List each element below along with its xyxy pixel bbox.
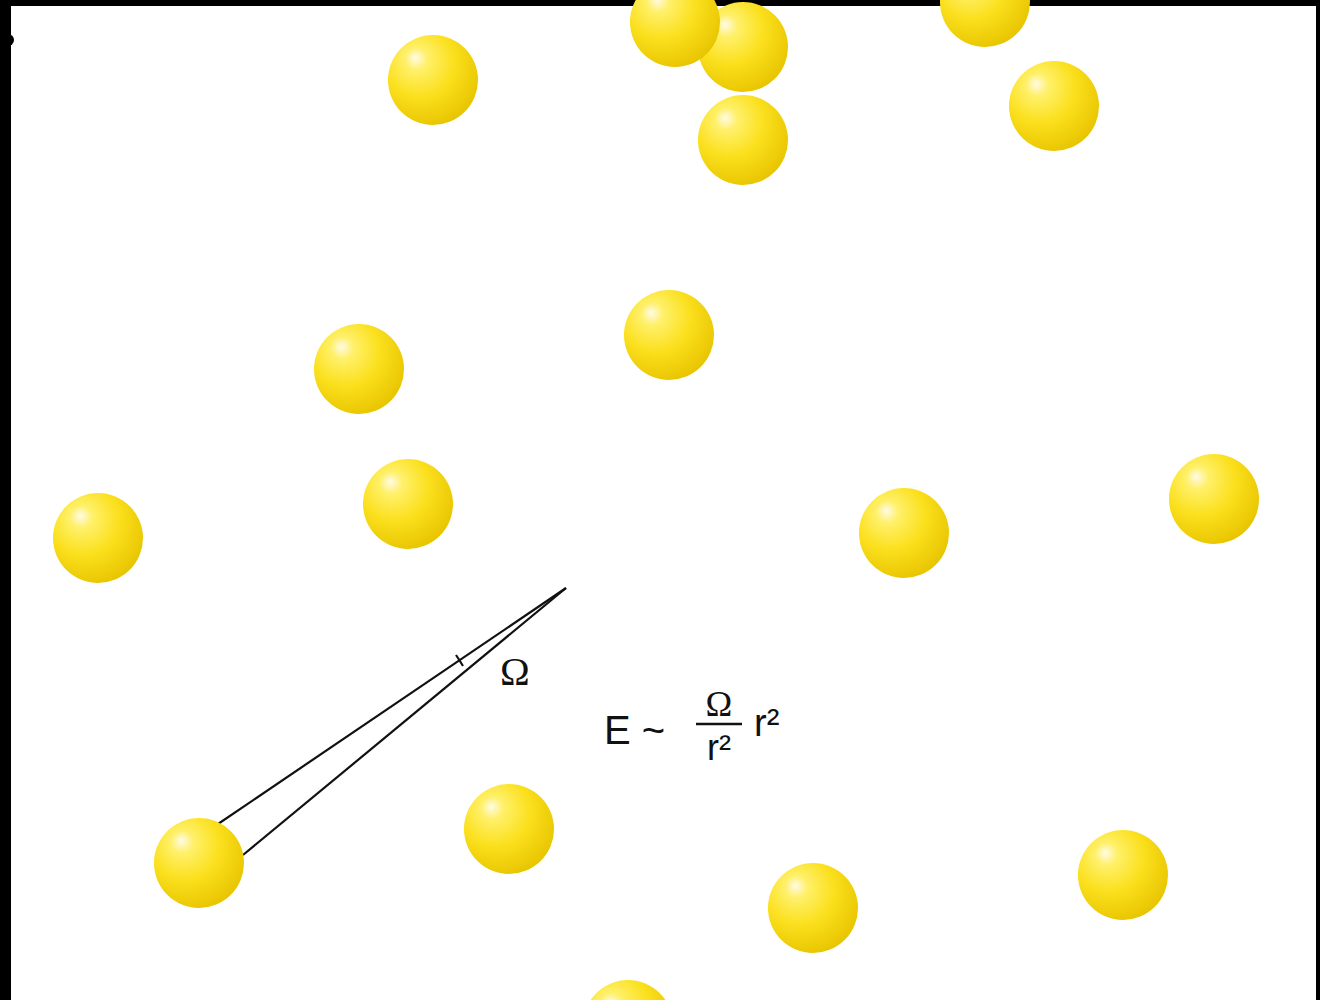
star-sphere: [940, 0, 1030, 47]
corner-dot: [2, 34, 14, 46]
background: [11, 6, 1316, 1000]
stars: [53, 0, 1259, 1000]
cone-edge: [218, 588, 566, 824]
angle-arc: [456, 655, 463, 666]
star-sphere: [388, 35, 478, 125]
star-sphere: [859, 488, 949, 578]
cone-edge: [243, 588, 566, 855]
star-sphere: [624, 290, 714, 380]
angle-label: Ω: [500, 652, 530, 692]
star-sphere: [630, 0, 720, 67]
star-sphere: [363, 459, 453, 549]
formula-text: E ~: [604, 710, 665, 750]
fraction-bar: [696, 723, 742, 726]
formula-denominator: r²: [707, 730, 731, 766]
cone: [218, 588, 566, 855]
star-sphere: [1169, 454, 1259, 544]
formula-numerator: Ω: [706, 686, 733, 722]
star-sphere: [698, 95, 788, 185]
star-sphere: [53, 493, 143, 583]
star-sphere: [314, 324, 404, 414]
star-sphere: [1078, 830, 1168, 920]
formula-factor: r²: [754, 704, 779, 742]
star-sphere: [583, 980, 673, 1000]
star-sphere: [1009, 61, 1099, 151]
star-sphere: [768, 863, 858, 953]
star-sphere: [464, 784, 554, 874]
star-sphere: [154, 818, 244, 908]
